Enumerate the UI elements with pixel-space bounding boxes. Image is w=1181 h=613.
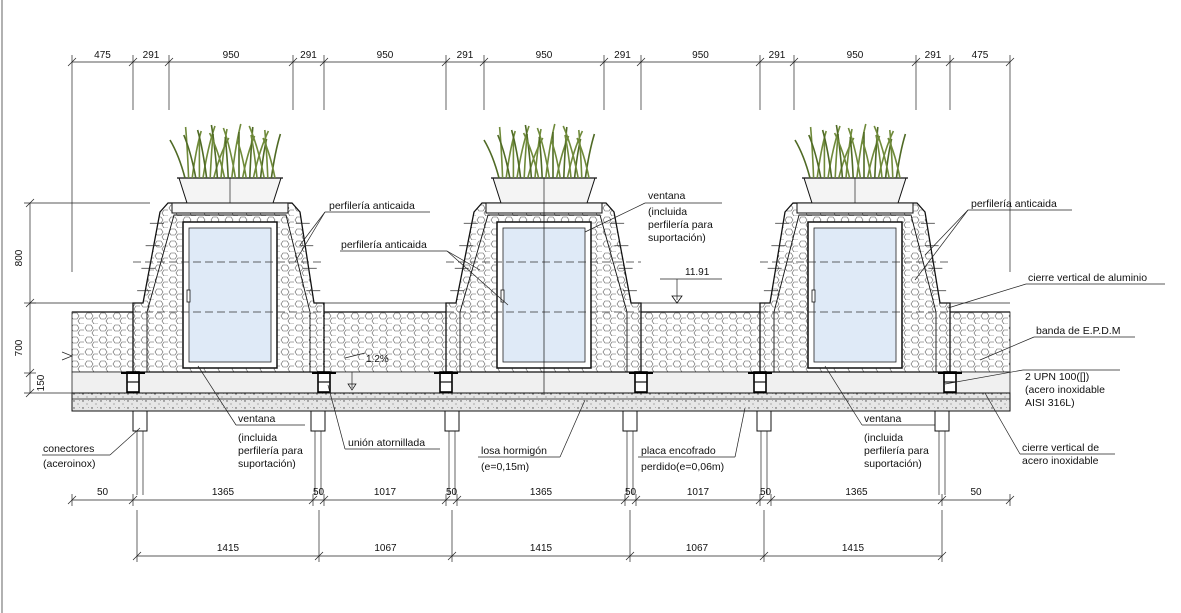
dim-bottom-value: 1365 [212,487,235,498]
label-perfileria-3: perfilería anticaida [971,198,1057,210]
label-cierre-aluminio: cierre vertical de aluminio [1028,272,1147,284]
level-value: 11.91 [685,267,710,278]
dim-bottom-value: 1017 [374,487,397,498]
left-dimension-line: 800 700 150 [14,198,150,398]
dim-bottom-value: 50 [760,487,772,498]
slope-marker: 1.2% [344,352,389,391]
plant-pot-icon [794,123,908,204]
skylight-module [434,123,653,395]
label-ventana-left: ventana (incluida perfilería para suport… [238,413,306,470]
slope-value: 1.2% [366,354,389,365]
label-ventana-right: ventana (incluida perfilería para suport… [864,413,932,470]
label-banda-epdm: banda de E.P.D.M [1036,325,1120,337]
dim-top-value: 291 [769,50,786,61]
window-glass [188,227,272,363]
dim-bottom-total: 1415 [217,543,240,554]
dim-left-700: 700 [14,339,25,356]
dim-top-value: 291 [614,50,631,61]
connector-post [310,410,326,495]
bottom-dimension-lines: 50 1365 50 1017 50 1365 50 1017 50 1365 50 1415 1067… [67,487,1015,562]
dim-left-800: 800 [14,249,25,266]
skylight-modules [121,123,962,495]
dim-bottom-value: 50 [97,487,109,498]
label-placa: placa encofrado perdido(e=0,06m) [641,445,724,473]
dim-bottom-value: 1365 [845,487,868,498]
label-cierre-acero: cierre vertical de acero inoxidable [1022,442,1102,467]
dim-bottom-value: 50 [313,487,325,498]
dim-top-value: 291 [300,50,317,61]
dim-left-150: 150 [36,374,47,391]
dim-top-value: 950 [847,50,864,61]
dim-bottom-value: 1017 [687,487,710,498]
skylight-module [121,123,336,393]
connector-post [132,410,148,495]
dim-top-value: 291 [925,50,942,61]
dim-bottom-value: 50 [446,487,458,498]
label-losa: losa hormigón (e=0,15m) [481,445,550,473]
window-glass [813,227,897,363]
dim-top-value: 475 [94,50,111,61]
connector-post [934,410,950,495]
label-union: unión atornillada [348,437,425,449]
dim-bottom-total: 1067 [686,543,709,554]
dim-bottom-total: 1415 [530,543,553,554]
dim-top-value: 475 [972,50,989,61]
dim-top-value: 291 [143,50,160,61]
dim-top-value: 950 [692,50,709,61]
dim-top-value: 950 [536,50,553,61]
leader-lines [42,202,1165,458]
dim-bottom-value: 1365 [530,487,553,498]
label-perfileria-1: perfilería anticaida [329,200,415,212]
dim-top-value: 950 [377,50,394,61]
skylight-module [748,123,962,393]
dim-top-value: 950 [223,50,240,61]
dim-top-value: 291 [457,50,474,61]
level-marker: 11.91 [660,267,722,304]
dim-bottom-value: 50 [625,487,637,498]
connector-post [444,410,460,495]
connector-post [756,410,772,495]
connector-post [622,410,638,495]
dim-bottom-total: 1415 [842,543,865,554]
plant-pot-icon [483,123,597,204]
label-upn: 2 UPN 100([]) (acero inoxidable AISI 316… [1025,371,1108,409]
dim-bottom-total: 1067 [374,543,397,554]
plant-pot-icon [169,123,283,204]
label-ventana-top: ventana (incluida perfilería para suport… [648,190,716,244]
label-conectores: conectores (aceroinox) [43,443,97,470]
top-dimension-line: 475 291 950 291 950 291 950 291 950 291 950 291 475 [67,50,1015,272]
label-perfileria-2: perfilería anticaida [341,239,427,251]
annotation-labels: perfilería anticaida perfilería anticaid… [43,190,1147,473]
dim-bottom-value: 50 [970,487,982,498]
